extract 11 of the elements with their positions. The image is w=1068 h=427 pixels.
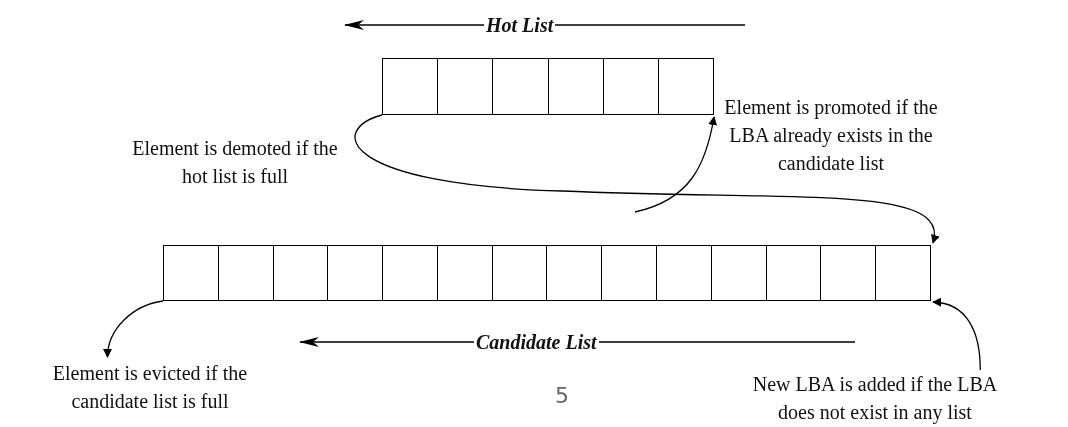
note-text: New LBA is added if the LBA does not exist in any list: [740, 370, 1010, 426]
curved-arrow: [932, 298, 981, 371]
list-bar: [382, 58, 714, 115]
list-bar: [163, 245, 931, 301]
curved-arrow: [354, 114, 939, 244]
note-text: Element is promoted if the LBA already exists in the candidate list: [723, 95, 939, 176]
note-text: Element is demoted if the hot list is full: [131, 136, 339, 189]
curved-arrow: [634, 116, 717, 213]
note-text: Element is evicted if the candidate list is full: [25, 359, 275, 415]
curved-arrow: [103, 300, 164, 358]
page-number: 5: [554, 382, 570, 410]
